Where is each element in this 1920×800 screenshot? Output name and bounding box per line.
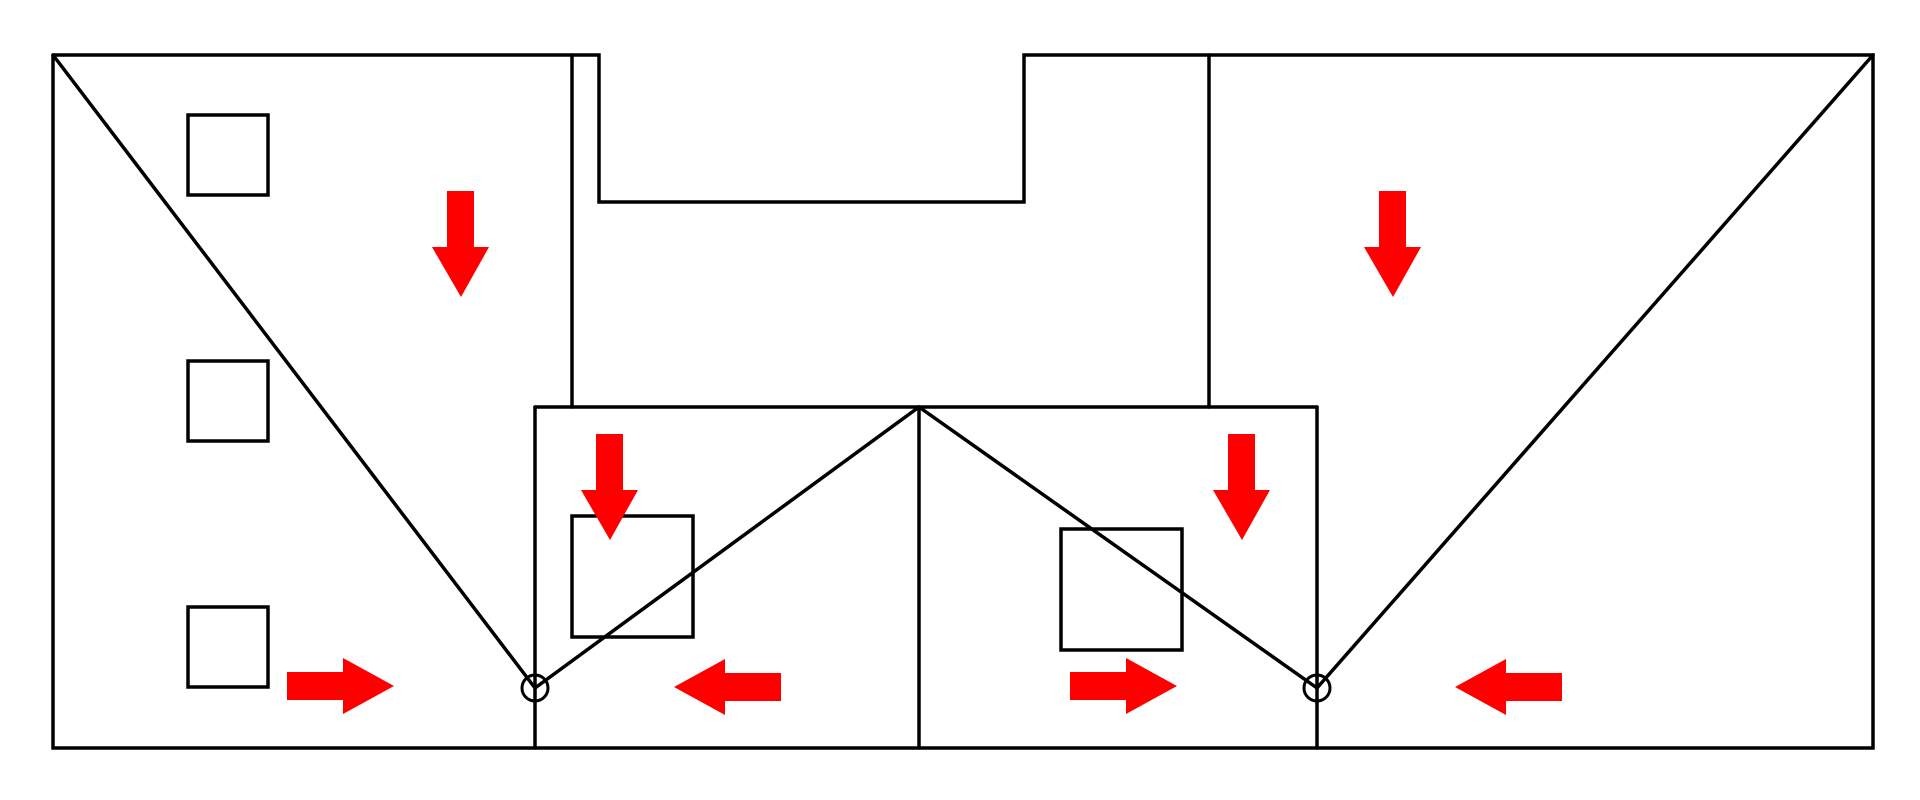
flow-arrow-down [1364,191,1421,297]
skylight-square [186,605,270,689]
roof-outline [51,53,1875,750]
flow-arrow-right [1070,658,1177,714]
flow-arrow-down [1213,434,1270,540]
skylight-square [570,514,695,639]
flow-arrow-down [432,191,489,297]
drain-circle [1302,673,1332,703]
flow-arrow-down [581,434,638,540]
drain-circle [520,673,550,703]
flow-arrow-left [674,659,781,715]
flow-arrow-left [1455,659,1562,715]
skylight-square [186,359,270,443]
flow-arrow-right [287,658,394,714]
ridge-line-right-outer [1315,53,1875,690]
skylight-square [1059,527,1184,652]
skylight-square [186,113,270,197]
ridge-line-right-inner [917,405,1319,690]
ridge-line-left-inner [533,405,921,690]
ridge-line-left-outer [51,53,537,690]
